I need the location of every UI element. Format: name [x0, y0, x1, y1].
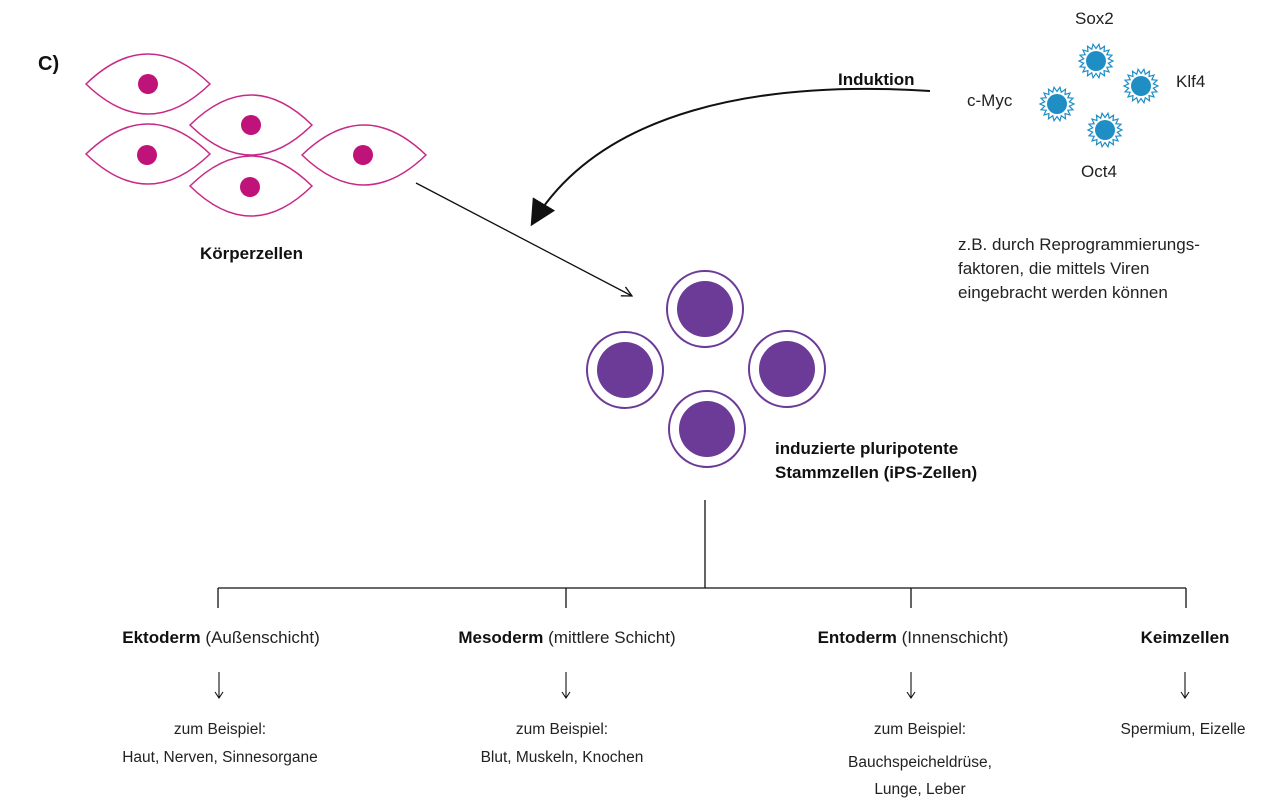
branch-down-arrows	[214, 672, 1190, 699]
ips-label: induzierte pluripotente Stammzellen (iPS…	[775, 437, 977, 485]
branch-examples: Bauchspeicheldrüse, Lunge, Leber	[848, 749, 992, 803]
branch-examples: Haut, Nerven, Sinnesorgane	[122, 749, 318, 766]
induction-label: Induktion	[838, 70, 915, 89]
branch-name: Keimzellen	[1140, 628, 1230, 647]
branch-heading-mesoderm: Mesoderm (mittlere Schicht)	[458, 628, 675, 648]
body-to-ips-arrow	[415, 182, 632, 296]
body-cell	[188, 155, 314, 217]
factor-label-klf4: Klf4	[1176, 72, 1206, 91]
example-label: zum Beispiel:	[515, 721, 609, 738]
down-arrow-icon	[1180, 672, 1190, 699]
down-arrow-icon	[561, 672, 571, 699]
panel-label: C)	[38, 53, 60, 75]
factor-label-sox2: Sox2	[1075, 9, 1114, 28]
down-arrow-icon	[906, 672, 916, 699]
body-cell	[84, 123, 212, 185]
factor-sox2	[1077, 42, 1115, 80]
branch-desc: (mittlere Schicht)	[548, 628, 676, 647]
branch-tree	[217, 500, 1187, 608]
induction-note-line: faktoren, die mittels Viren	[958, 259, 1150, 278]
branch-desc: (Außenschicht)	[205, 628, 320, 647]
ips-cell	[666, 270, 744, 348]
ips-cells-group	[586, 270, 826, 468]
ips-label-line1: induzierte pluripotente	[775, 439, 959, 458]
factor-c-myc	[1038, 85, 1076, 123]
branch-heading-ektoderm: Ektoderm (Außenschicht)	[122, 628, 319, 648]
branch-heading-entoderm: Entoderm (Innenschicht)	[818, 628, 1009, 648]
ips-label-line2: Stammzellen (iPS-Zellen)	[775, 463, 978, 482]
body-cell	[300, 124, 428, 186]
ips-cell	[748, 330, 826, 408]
branch-name: Entoderm	[817, 628, 897, 647]
factor-oct4	[1086, 111, 1124, 149]
body-cell	[84, 53, 212, 115]
induction-arrow	[530, 87, 931, 227]
body-cells-group	[84, 53, 428, 217]
example-label: zum Beispiel:	[173, 721, 267, 738]
induction-note-line: z.B. durch Reprogrammierungs-	[958, 235, 1200, 254]
branch-desc: (Innenschicht)	[901, 628, 1009, 647]
ips-cell	[586, 331, 664, 409]
branch-examples: Blut, Muskeln, Knochen	[480, 749, 644, 766]
branch-name: Mesoderm	[458, 628, 544, 647]
body-cells-label: Körperzellen	[200, 244, 303, 263]
induction-note-line: eingebracht werden können	[958, 283, 1168, 302]
ips-cell	[668, 390, 746, 468]
branch-heading-keimzellen: Keimzellen	[1141, 628, 1230, 648]
branch-example-line: Bauchspeicheldrüse,	[848, 754, 992, 771]
branch-examples: Spermium, Eizelle	[1120, 721, 1246, 738]
example-label: zum Beispiel:	[873, 721, 967, 738]
down-arrow-icon	[214, 672, 224, 699]
branch-example-line: Lunge, Leber	[874, 781, 966, 798]
body-cell	[188, 94, 314, 156]
factor-klf4	[1122, 67, 1160, 105]
factor-label-c-myc: c-Myc	[967, 91, 1013, 110]
induction-note: z.B. durch Reprogrammierungs- faktoren, …	[958, 233, 1200, 305]
branch-name: Ektoderm	[122, 628, 201, 647]
factor-label-oct4: Oct4	[1081, 162, 1117, 181]
